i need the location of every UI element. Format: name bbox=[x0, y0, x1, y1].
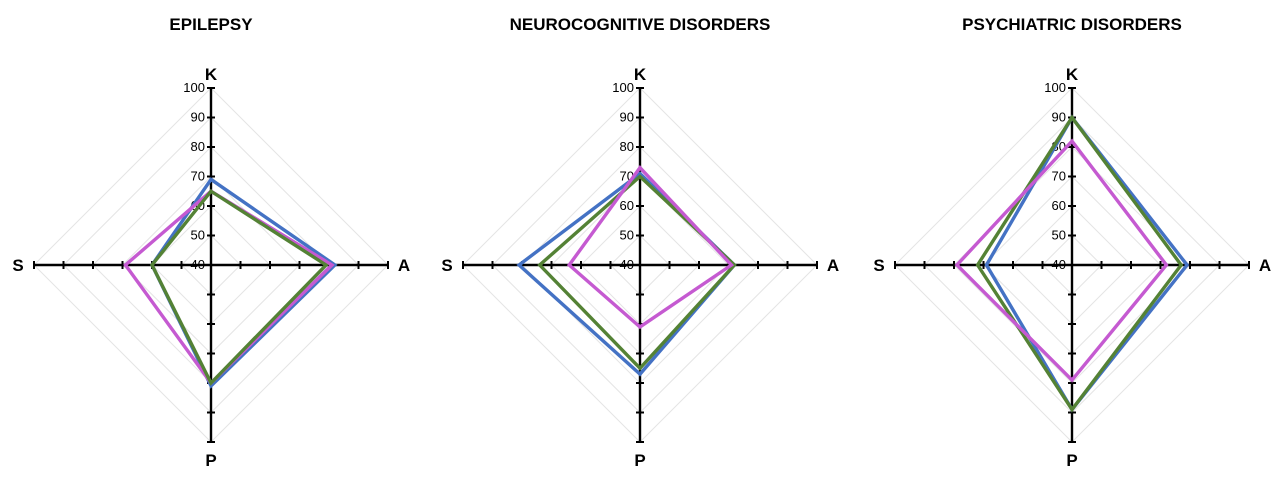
axis-label-p: P bbox=[634, 451, 645, 470]
tick-label: 90 bbox=[1052, 110, 1066, 125]
tick-label: 70 bbox=[1052, 169, 1066, 184]
tick-label: 50 bbox=[191, 228, 205, 243]
axis-label-a: A bbox=[398, 256, 410, 275]
chart-title: NEUROCOGNITIVE DISORDERS bbox=[510, 15, 771, 34]
axis-label-k: K bbox=[205, 65, 218, 84]
tick-label: 100 bbox=[612, 80, 634, 95]
tick-label: 70 bbox=[191, 169, 205, 184]
axis-label-p: P bbox=[1066, 451, 1077, 470]
tick-label: 90 bbox=[620, 110, 634, 125]
tick-label: 50 bbox=[1052, 228, 1066, 243]
tick-label: 60 bbox=[1052, 198, 1066, 213]
tick-label: 40 bbox=[1052, 257, 1066, 272]
axis-label-k: K bbox=[1066, 65, 1079, 84]
series-polygon-2 bbox=[975, 114, 1184, 413]
chart-title: EPILEPSY bbox=[169, 15, 253, 34]
series-polygon-2 bbox=[123, 189, 335, 386]
series-polygon-3 bbox=[149, 188, 329, 386]
tick-label: 100 bbox=[1044, 80, 1066, 95]
chart-title: PSYCHIATRIC DISORDERS bbox=[962, 15, 1182, 34]
tick-label: 90 bbox=[191, 110, 205, 125]
series-polygon-3 bbox=[954, 138, 1169, 383]
tick-label: 80 bbox=[191, 139, 205, 154]
tick-label: 60 bbox=[620, 198, 634, 213]
axis-label-p: P bbox=[205, 451, 216, 470]
axis-label-a: A bbox=[1259, 256, 1271, 275]
axis-label-a: A bbox=[827, 256, 839, 275]
axis-label-s: S bbox=[873, 256, 884, 275]
axis-label-s: S bbox=[441, 256, 452, 275]
axis-label-s: S bbox=[12, 256, 23, 275]
tick-label: 50 bbox=[620, 228, 634, 243]
series-polygon-1 bbox=[150, 177, 338, 389]
series-polygon-3 bbox=[566, 164, 735, 330]
tick-label: 80 bbox=[620, 139, 634, 154]
tick-label: 40 bbox=[620, 257, 634, 272]
tick-label: 100 bbox=[183, 80, 205, 95]
tick-label: 40 bbox=[191, 257, 205, 272]
axis-label-k: K bbox=[634, 65, 647, 84]
